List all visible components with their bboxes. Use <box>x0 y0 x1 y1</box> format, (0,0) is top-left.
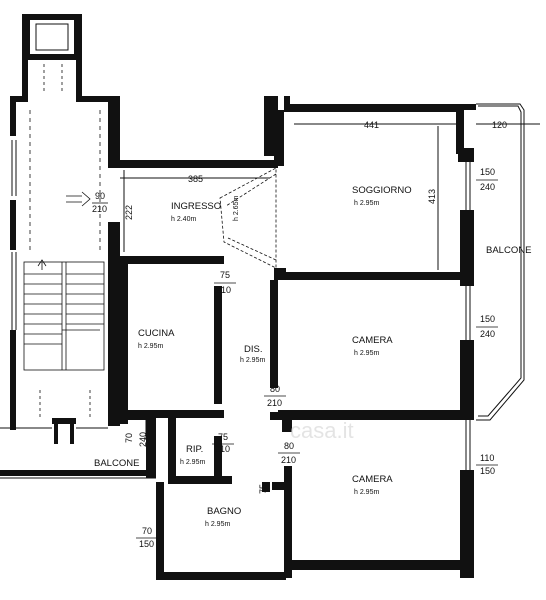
dim-rip-door-h: 210 <box>215 444 230 454</box>
dim-camera2-win-h: 150 <box>480 466 495 476</box>
room-rip-name: RIP. <box>186 444 203 455</box>
dim-camera2-door-h: 210 <box>281 455 296 465</box>
watermark: casa.it <box>290 418 354 443</box>
dim-cucina-door-h: 210 <box>216 285 231 295</box>
room-bagno-height: h 2.95m <box>205 521 230 528</box>
staircase <box>23 64 105 420</box>
dim-camera1-win-w: 150 <box>480 314 495 324</box>
dim-cucina-door-w: 75 <box>220 270 230 280</box>
dim-soggiorno-win-w: 150 <box>480 167 495 177</box>
dim-rip-door-w: 75 <box>218 432 228 442</box>
dim-balcony-width: 120 <box>492 120 507 130</box>
room-balcone-right-name: BALCONE <box>486 245 531 256</box>
dim-camera2-win-w: 110 <box>480 453 494 463</box>
room-cucina-name: CUCINA <box>138 328 175 339</box>
room-camera1-name: CAMERA <box>352 335 393 346</box>
room-camera1-height: h 2.95m <box>354 350 379 357</box>
room-soggiorno-name: SOGGIORNO <box>352 185 412 196</box>
dim-bagno-win-h: 150 <box>139 539 154 549</box>
room-dis-height: h 2.95m <box>240 357 265 364</box>
dim-bagno-win-w: 70 <box>142 526 152 536</box>
room-camera2-name: CAMERA <box>352 474 393 485</box>
dim-entry-door-h: 210 <box>92 204 107 214</box>
dim-ingresso-width: 385 <box>188 174 203 184</box>
room-labels: INGRESSO h 2.40m h 2.65m SOGGIORNO h 2.9… <box>94 185 531 528</box>
walls <box>0 14 476 580</box>
dim-camera1-win-h: 240 <box>480 329 495 339</box>
thin-lines <box>0 103 540 479</box>
room-cucina-height: h 2.95m <box>138 343 163 350</box>
room-dis-name: DIS. <box>244 344 262 355</box>
room-soggiorno-height: h 2.95m <box>354 200 379 207</box>
dim-soggiorno-width: 441 <box>364 120 379 130</box>
room-rip-height: h 2.95m <box>180 459 205 466</box>
room-bagno-name: BAGNO <box>207 506 241 517</box>
dim-bagno-door: 75 <box>258 484 268 494</box>
dim-camera2-door-w: 80 <box>284 441 294 451</box>
dim-soggiorno-depth: 413 <box>427 189 437 204</box>
dim-entry-door-w: 90 <box>95 191 105 201</box>
dim-soggiorno-win-h: 240 <box>480 182 495 192</box>
room-ingresso-name: INGRESSO <box>171 201 221 212</box>
dim-cucina-win-h: 240 <box>138 432 148 447</box>
room-balcone-left-name: BALCONE <box>94 458 139 469</box>
room-ingresso-height: h 2.40m <box>171 216 196 223</box>
dim-ingresso-depth: 222 <box>124 205 134 220</box>
door-swings <box>219 167 277 269</box>
corridor-height: h 2.65m <box>233 196 240 221</box>
dim-camera1-door-w: 80 <box>270 384 280 394</box>
dim-cucina-win-w: 70 <box>124 433 134 443</box>
dimension-labels: 441 120 385 222 413 90 210 150 240 150 2… <box>92 120 507 549</box>
room-camera2-height: h 2.95m <box>354 489 379 496</box>
dim-camera1-door-h: 210 <box>267 398 282 408</box>
